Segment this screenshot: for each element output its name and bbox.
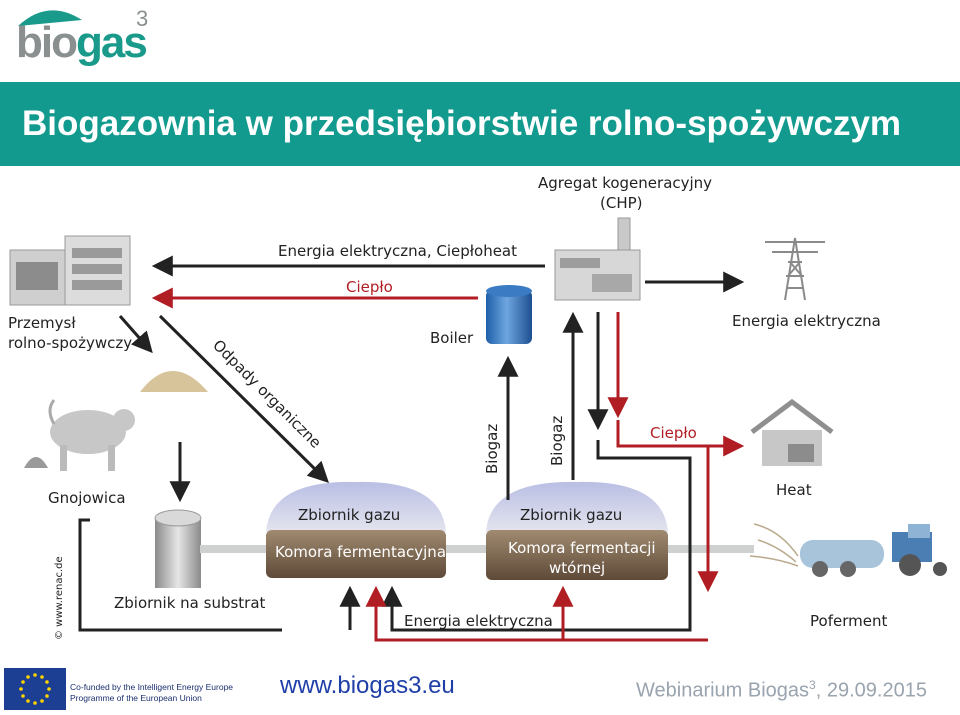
- logo-wordmark: biogas: [16, 18, 148, 67]
- biogas3-logo: biogas 3: [14, 4, 164, 76]
- logo-superscript: 3: [136, 6, 149, 31]
- boiler-icon: [486, 285, 532, 344]
- page-title: Biogazownia w przedsiębiorstwie rolno-sp…: [22, 104, 902, 143]
- biogas-flow-diagram: Agregat kogeneracyjny (CHP) Energia elek…: [8, 174, 947, 642]
- label-chp-short: (CHP): [600, 194, 643, 212]
- label-electricity-right: Energia elektryczna: [732, 312, 881, 330]
- arrow-electricity-to-digesters: [381, 440, 692, 632]
- label-heat-right: Ciepło: [650, 424, 697, 442]
- webinar-name: Webinarium Biogas: [636, 679, 810, 702]
- label-manure: Gnojowica: [48, 489, 126, 507]
- arrow-heat-to-digester-1: [365, 585, 708, 642]
- arrow-heat-to-house: [616, 420, 745, 457]
- transfer-pipe: [445, 545, 490, 553]
- label-electricity-bottom: Energia elektryczna: [404, 612, 553, 630]
- factory-building-icon: [9, 235, 131, 306]
- biomass-pile-icon: [140, 371, 208, 392]
- eu-funding-text: Co-funded by the Intelligent Energy Euro…: [70, 682, 233, 704]
- fermenter-tank-1: [266, 481, 446, 578]
- webinar-sup: 3: [809, 678, 816, 692]
- webinar-date: , 29.09.2015: [815, 679, 927, 702]
- label-heat-en: Heat: [776, 481, 812, 499]
- label-digester-2b: wtórnej: [549, 559, 605, 577]
- substrate-pipe: [200, 545, 268, 553]
- label-digestate: Poferment: [810, 612, 887, 630]
- label-biogas-2: Biogaz: [548, 416, 566, 466]
- title-bar: [0, 82, 960, 166]
- label-gas-storage-1: Zbiornik gazu: [298, 506, 400, 524]
- line-manure-to-tank: [78, 518, 282, 632]
- fermenter-tank-2: [486, 481, 668, 580]
- cow-icon: [48, 399, 135, 471]
- substrate-silo-icon: [154, 509, 202, 588]
- eu-flag-icon: [4, 668, 66, 710]
- logo-leaf-icon: [18, 10, 82, 26]
- label-gas-storage-2: Zbiornik gazu: [520, 506, 622, 524]
- chp-plant-icon: [554, 217, 641, 301]
- eu-line-2: Programme of the European Union: [70, 693, 202, 703]
- manure-icon: [24, 457, 48, 468]
- website-link[interactable]: www.biogas3.eu: [280, 672, 455, 699]
- label-chp: Agregat kogeneracyjny: [538, 174, 712, 192]
- label-copyright: © www.renac.de: [54, 556, 65, 640]
- label-digester-2a: Komora fermentacji: [508, 539, 656, 557]
- webinar-footer: Webinarium Biogas3, 29.09.2015: [636, 678, 927, 703]
- power-pylon-icon: [765, 237, 825, 301]
- arrow-organic-waste: [158, 314, 329, 483]
- label-industry-1: Przemysł: [8, 314, 76, 332]
- label-heat-top: Ciepło: [346, 278, 393, 296]
- label-digester-1: Komora fermentacyjna: [275, 543, 446, 561]
- label-substrate-tank: Zbiornik na substrat: [114, 594, 266, 612]
- label-organic-waste: Odpady organiczne: [209, 336, 325, 452]
- arrow-industry-to-biomass: [118, 315, 153, 354]
- label-industry-2: rolno-spożywczy: [8, 334, 132, 352]
- label-biogas-1: Biogaz: [483, 424, 501, 474]
- label-top-energy: Energia elektryczna, Ciepłoheat: [278, 242, 517, 260]
- house-icon: [750, 398, 834, 466]
- tractor-tanker-icon: [749, 523, 947, 577]
- label-boiler: Boiler: [430, 329, 474, 347]
- eu-line-1: Co-funded by the Intelligent Energy Euro…: [70, 682, 234, 692]
